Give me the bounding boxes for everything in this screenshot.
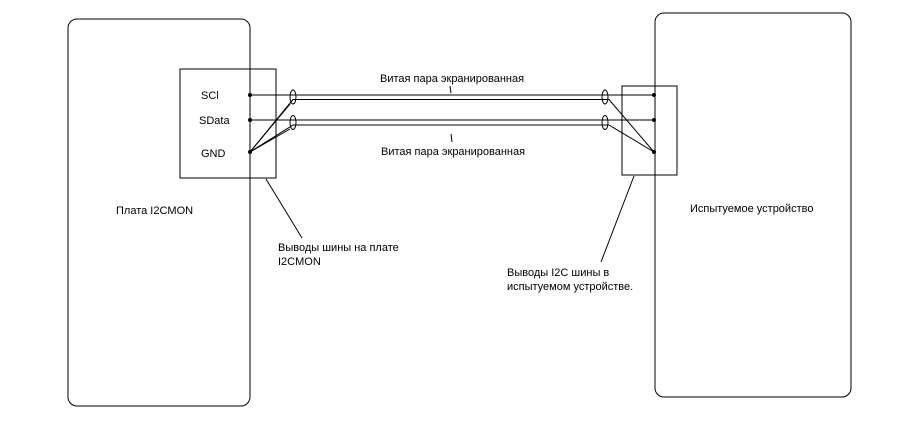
left-connector-box xyxy=(179,68,277,179)
right-connector-box xyxy=(621,85,678,176)
shield-ground-right xyxy=(608,99,655,153)
pin-label-gnd: GND xyxy=(201,148,226,160)
cable-label-top: Витая пара экранированная xyxy=(380,73,524,85)
cable-label-top-tick xyxy=(449,85,452,94)
pin-label-scl: SCl xyxy=(201,90,219,102)
shield-ground-left xyxy=(249,99,294,153)
left-connector-callout xyxy=(265,178,303,239)
cable-label-bottom-tick xyxy=(450,133,453,143)
pin-dot-sdata xyxy=(248,118,252,122)
right-connector-note-line2: испытуемом устройстве. xyxy=(507,281,633,293)
right-connector-callout xyxy=(600,175,635,263)
left-connector-note-line1: Выводы шины на плате xyxy=(278,242,399,254)
left-board-outline xyxy=(67,18,251,407)
twisted-pair-bottom xyxy=(250,115,654,130)
twisted-pair-top xyxy=(250,89,654,105)
cable-label-bottom: Витая пара экранированная xyxy=(381,146,525,158)
right-device-outline xyxy=(654,12,852,398)
left-connector-note-line2: I2CMON xyxy=(278,256,321,268)
pin-dot-right-1 xyxy=(652,93,656,97)
pin-dot-scl xyxy=(248,93,252,97)
pin-label-sdata: SData xyxy=(199,115,230,127)
pin-dot-right-2 xyxy=(652,118,656,122)
right-connector-note-line1: Выводы I2C шины в xyxy=(507,267,609,279)
right-device-label: Испытуемое устройство xyxy=(690,203,813,215)
left-board-label: Плата I2CMON xyxy=(116,205,193,217)
